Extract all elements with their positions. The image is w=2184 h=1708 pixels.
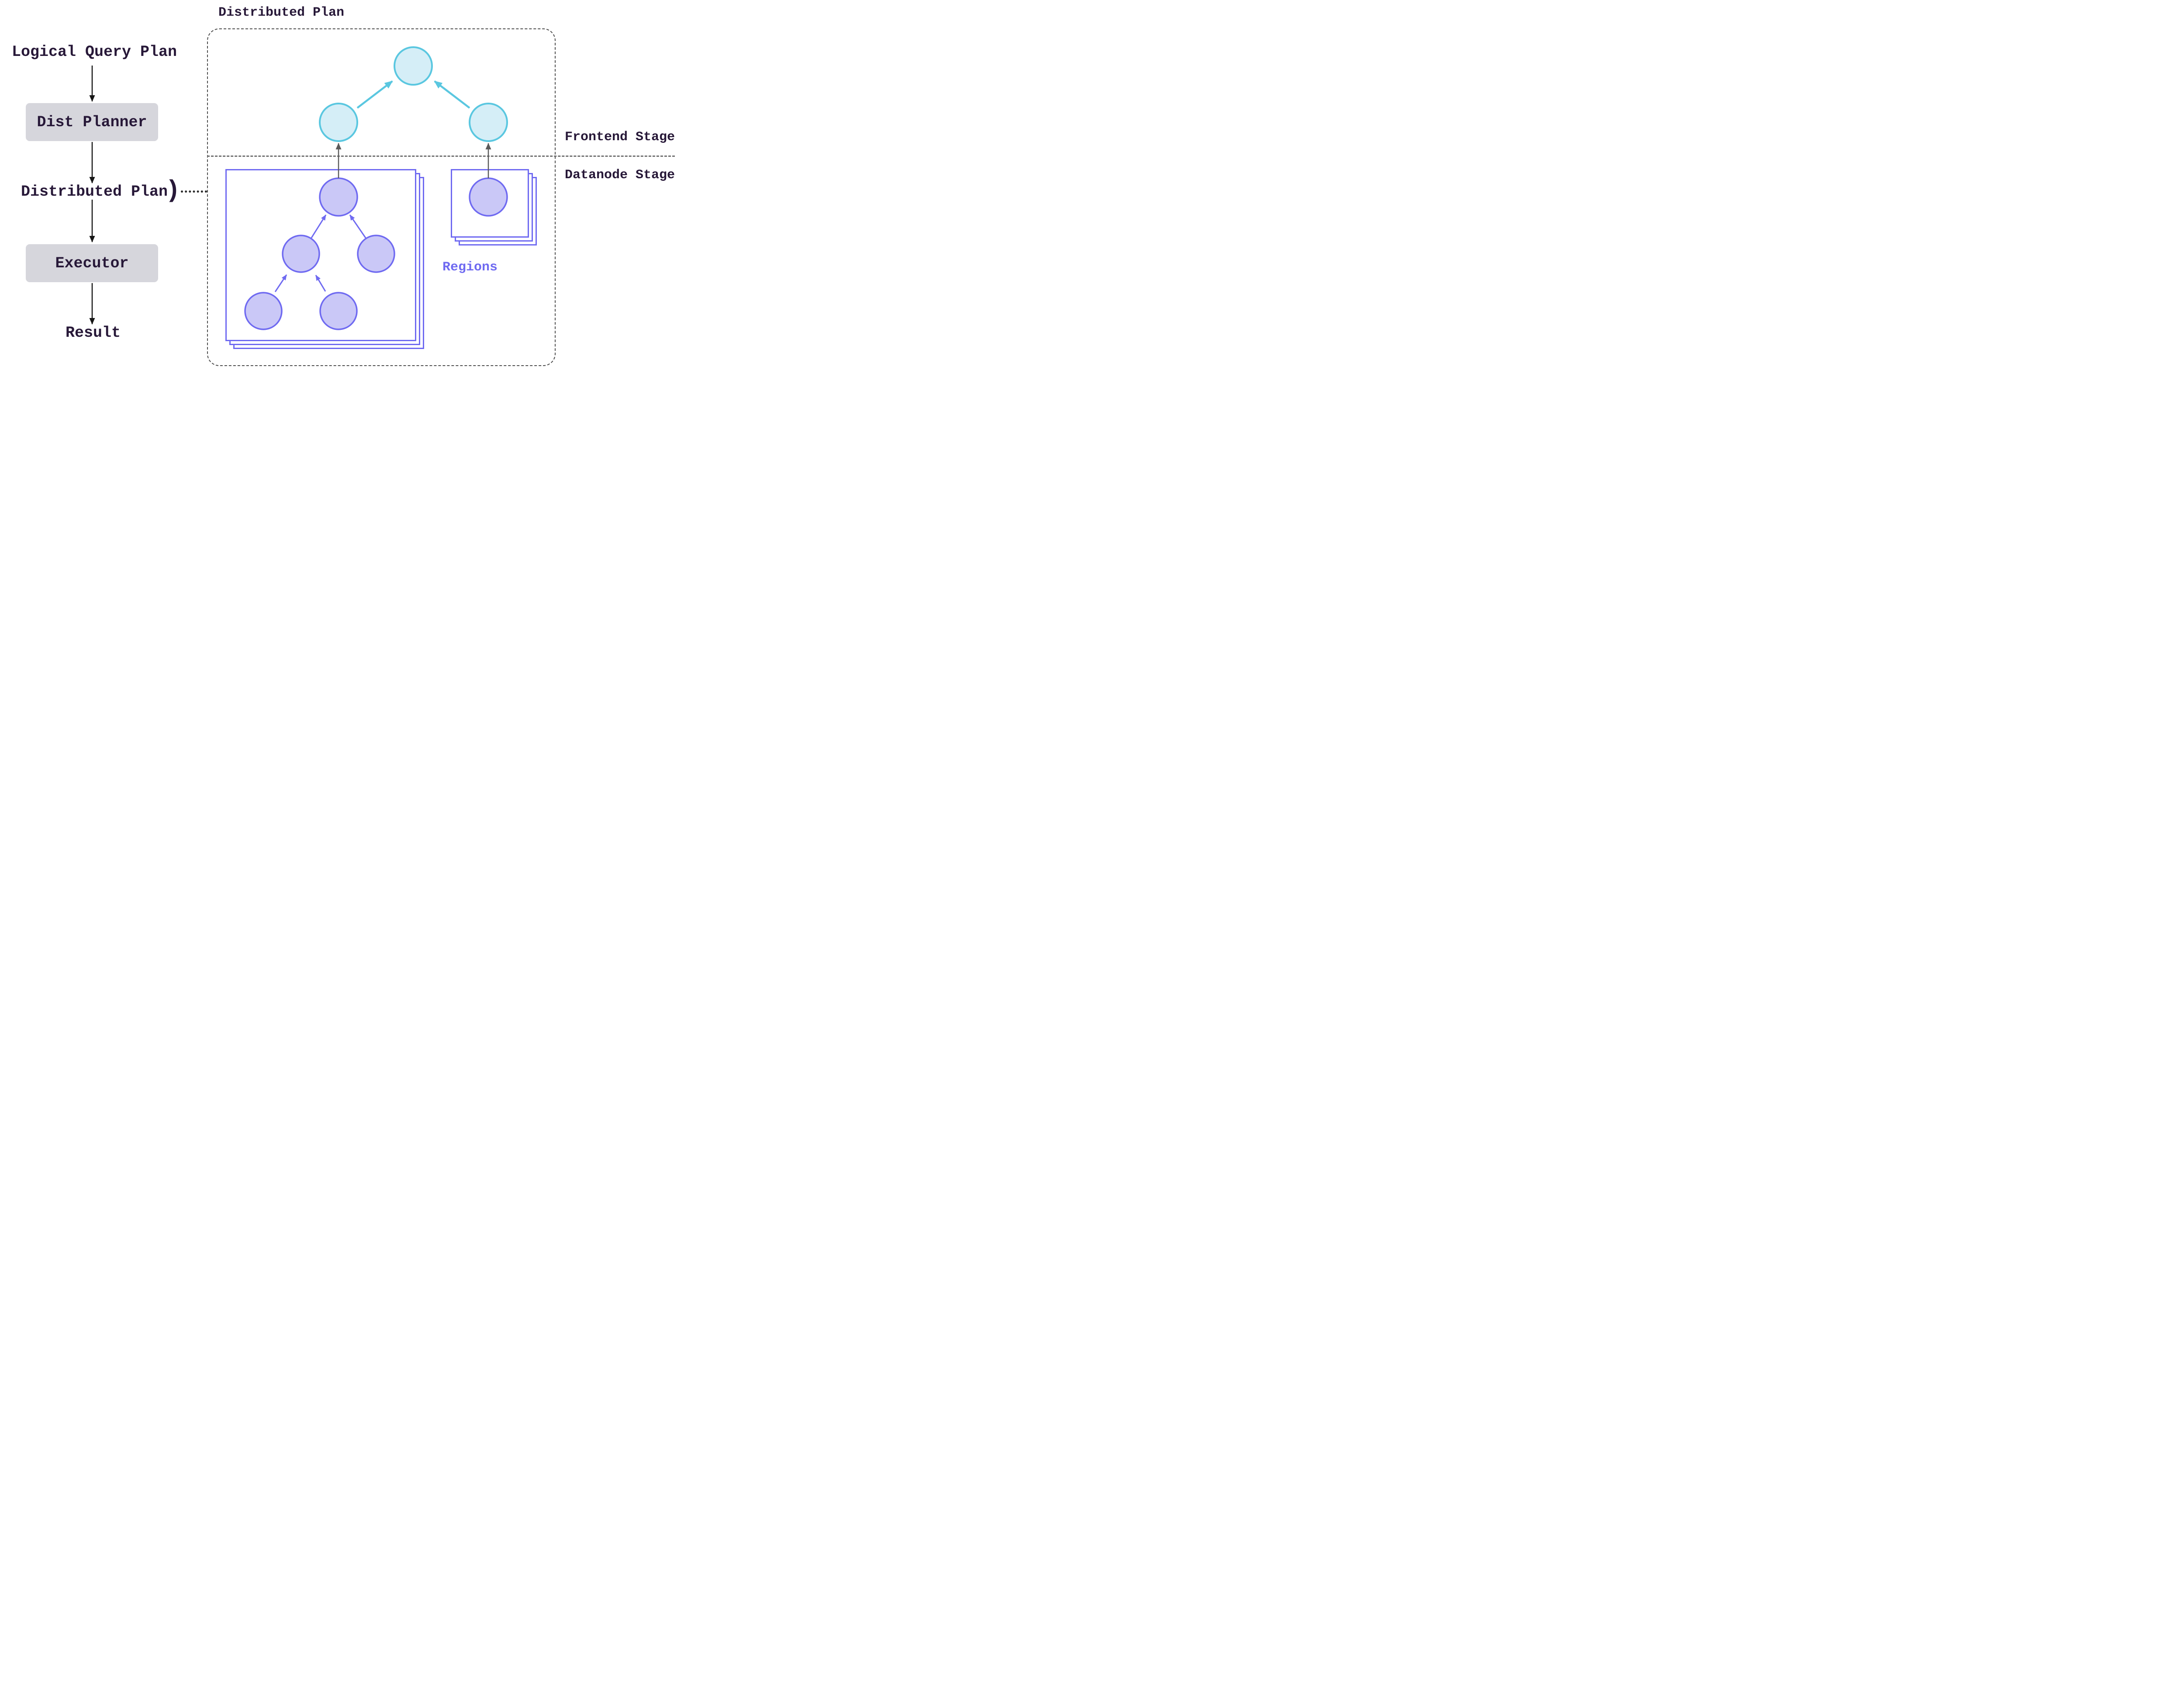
regions-box-right bbox=[451, 169, 529, 238]
stage-divider-line bbox=[207, 156, 675, 157]
dist-planner-box: Dist Planner bbox=[26, 103, 158, 141]
label-result: Result bbox=[66, 324, 121, 342]
regions-box-left bbox=[225, 169, 416, 341]
diagram-canvas: Logical Query Plan Dist Planner Distribu… bbox=[0, 0, 685, 367]
dotted-connector-line bbox=[181, 190, 207, 193]
dist-planner-label: Dist Planner bbox=[37, 113, 147, 131]
executor-box: Executor bbox=[26, 244, 158, 282]
label-logical-query-plan: Logical Query Plan bbox=[12, 43, 177, 61]
label-datanode-stage: Datanode Stage bbox=[565, 168, 675, 183]
label-distributed-plan-left: Distributed Plan bbox=[21, 183, 168, 201]
label-distributed-plan-title: Distributed Plan bbox=[218, 5, 345, 20]
label-frontend-stage: Frontend Stage bbox=[565, 130, 675, 145]
label-regions: Regions bbox=[442, 260, 498, 275]
bracket-glyph: ) bbox=[166, 176, 180, 204]
distributed-plan-container bbox=[207, 28, 556, 366]
executor-label: Executor bbox=[55, 254, 129, 272]
